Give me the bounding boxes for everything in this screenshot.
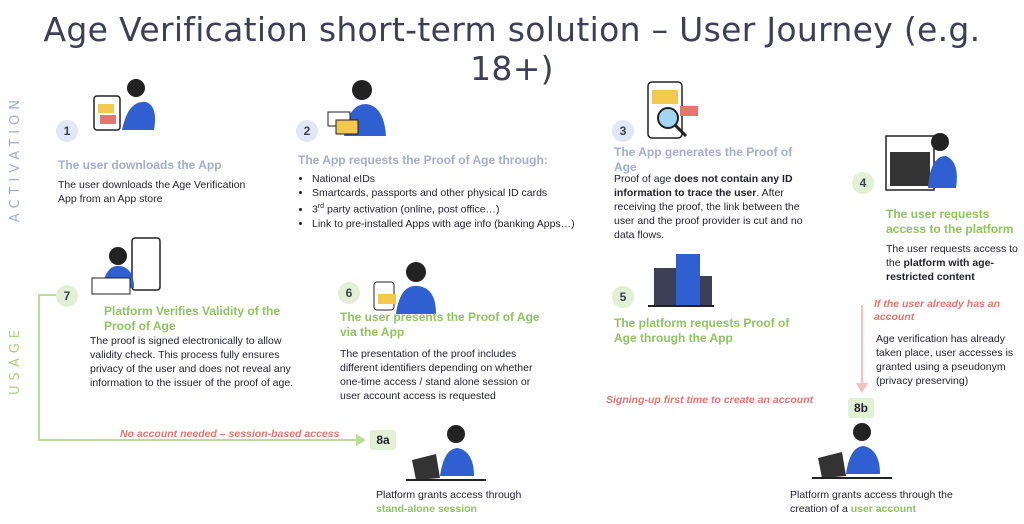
step-7-text: The proof is signed electronically to al… <box>90 335 294 389</box>
step-5-number: 5 <box>612 286 634 308</box>
connector-bottom <box>38 439 360 441</box>
connector-top <box>38 294 56 296</box>
step-1-number: 1 <box>56 120 78 142</box>
step-2-bullet: 3rd party activation (online, post offic… <box>312 200 588 217</box>
note-no-account: No account needed – session-based access <box>120 428 340 440</box>
phone-magnifier-illustration <box>647 81 698 139</box>
person-monitor-illustration <box>91 237 161 295</box>
step-2-bullet: National eIDs <box>312 172 588 186</box>
step-7-heading: Platform Verifies Validity of the Proof … <box>104 304 281 333</box>
step-2-bullet: Link to pre-installed Apps with age info… <box>312 217 588 231</box>
step-4-heading: The user requests access to the platform <box>886 207 1014 236</box>
activation-label: ACTIVATION <box>8 95 23 223</box>
person-id-illustration <box>373 262 436 314</box>
step-8a-number: 8a <box>370 430 396 450</box>
step-2-bullets: National eIDs Smartcards, passports and … <box>298 172 588 231</box>
page-title: Age Verification short-term solution – U… <box>43 10 981 88</box>
step-3-heading: The App generates the Proof of Age <box>614 145 793 174</box>
building-illustration <box>648 254 714 307</box>
step-3-text: Proof of age does not contain any ID inf… <box>614 173 803 241</box>
step-2-bullet: Smartcards, passports and other physical… <box>312 186 588 200</box>
step-6-heading: The user presents the Proof of Age via t… <box>340 310 540 339</box>
step-5-heading: The platform requests Proof of Age throu… <box>614 316 790 345</box>
person-phone-illustration <box>93 79 155 131</box>
person-laptop-8a-illustration <box>406 425 486 481</box>
arrow-right-icon <box>356 434 366 446</box>
note-signing-up: Signing-up first time to create an accou… <box>606 394 814 406</box>
person-cards-illustration <box>327 80 386 136</box>
step-2-heading: The App requests the Proof of Age throug… <box>298 153 548 167</box>
step-6-text: The presentation of the proof includes d… <box>340 348 533 402</box>
step-4-number: 4 <box>852 172 874 194</box>
step-8b-text: Platform grants access through the creat… <box>790 489 953 515</box>
note-already-has-account: If the user already has an account <box>874 298 1001 323</box>
step-8b-number: 8b <box>848 398 874 418</box>
step-1-heading: The user downloads the App <box>58 158 222 172</box>
step-4-text: The user requests access to the platform… <box>886 243 1018 283</box>
step-2-number: 2 <box>296 120 318 142</box>
step-7-number: 7 <box>56 285 78 307</box>
step-1-text: The user downloads the Age Verification … <box>58 179 246 205</box>
arrow-down-icon <box>856 383 868 393</box>
step-3-number: 3 <box>612 120 634 142</box>
connector-vertical <box>38 294 40 440</box>
usage-label: USAGE <box>8 325 23 395</box>
person-laptop-8b-illustration <box>812 423 892 479</box>
step-6-number: 6 <box>338 282 360 304</box>
note-already-text: Age verification has already taken place… <box>876 333 1014 387</box>
connector-8b <box>861 305 863 387</box>
person-laptop-illustration <box>885 133 957 191</box>
